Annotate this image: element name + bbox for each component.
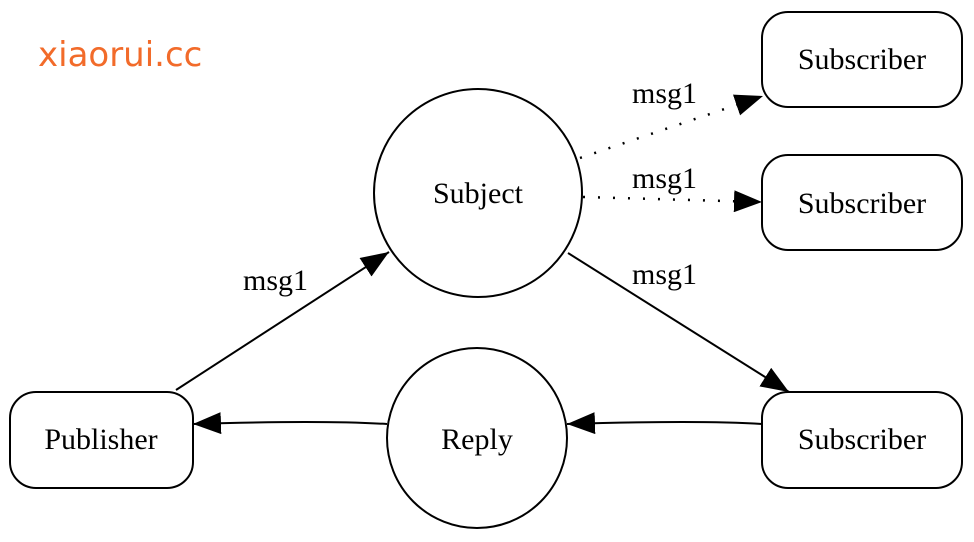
edge-label-subject-subscriber1: msg1 [632,77,697,110]
node-publisher: Publisher [9,391,194,489]
watermark: xiaorui.cc [38,35,202,75]
node-subject: Subject [373,88,583,298]
node-subscriber2-label: Subscriber [798,187,926,220]
node-subject-label: Subject [433,177,524,210]
edge-reply-publisher [192,412,388,435]
node-reply-label: Reply [441,423,513,456]
edge-label-publisher-subject: msg1 [243,264,308,297]
node-subscriber3: Subscriber [761,391,963,489]
edge-publisher-subject [175,251,390,391]
node-subscriber1: Subscriber [761,11,963,108]
edge-label-subject-subscriber3: msg1 [632,258,697,291]
edge-subject-subscriber2 [582,190,763,213]
edge-label-subject-subscriber2: msg1 [632,162,697,195]
edge-subscriber3-reply [566,412,763,435]
node-subscriber3-label: Subscriber [798,423,926,456]
node-publisher-label: Publisher [44,423,157,456]
node-reply: Reply [386,347,568,529]
edge-subject-subscriber3 [567,252,790,393]
node-subscriber2: Subscriber [761,154,963,251]
node-subscriber1-label: Subscriber [798,43,926,76]
